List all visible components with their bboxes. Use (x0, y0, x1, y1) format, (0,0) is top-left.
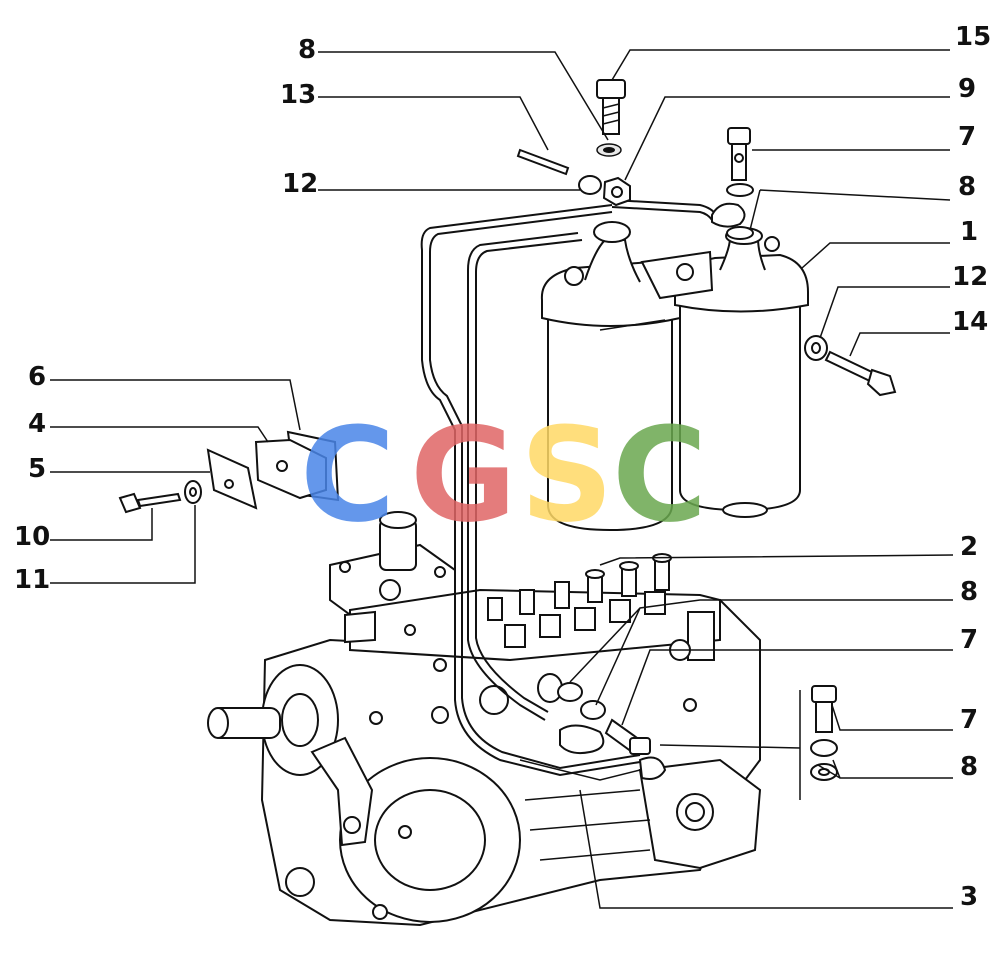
stud-13 (516, 148, 570, 176)
callout-5: 5 (28, 454, 46, 484)
bracket-assembly-4-5-6 (206, 430, 340, 510)
callout-8-top-right: 8 (958, 172, 976, 202)
callout-11: 11 (14, 565, 50, 595)
bolt-14 (824, 350, 897, 397)
callout-15: 15 (955, 22, 991, 52)
callout-9: 9 (958, 74, 976, 104)
callout-10: 10 (14, 522, 50, 552)
washer-8-top-right-b (726, 226, 754, 240)
washer-8-top-right-a (726, 183, 754, 197)
watermark-letter-c1: C (300, 399, 395, 551)
delivery-valve-row (487, 553, 672, 648)
callout-8-lower: 8 (960, 752, 978, 782)
callout-12-right: 12 (952, 262, 988, 292)
callout-12-top: 12 (282, 169, 318, 199)
fuel-filter-left (540, 221, 681, 532)
callout-7-lower: 7 (960, 705, 978, 735)
washer-8-lower-a (810, 739, 838, 757)
callout-8-top: 8 (298, 35, 316, 65)
pump-inlet-fittings (537, 673, 667, 780)
callout-4: 4 (28, 409, 46, 439)
callout-7-top: 7 (958, 122, 976, 152)
bolt-15 (596, 79, 626, 135)
callout-14: 14 (952, 307, 988, 337)
callout-13: 13 (280, 80, 316, 110)
fuel-pipes (420, 199, 717, 777)
watermark-letter-g: G (410, 399, 517, 551)
injection-pump-body (207, 511, 762, 927)
callout-1: 1 (960, 217, 978, 247)
callout-2: 2 (960, 532, 978, 562)
leader-lines (50, 49, 954, 909)
callout-3: 3 (960, 882, 978, 912)
callout-6: 6 (28, 362, 46, 392)
watermark-letter-c2: C (612, 399, 707, 551)
callout-labels: 15 8 9 13 7 12 8 1 12 14 6 4 5 10 11 2 8… (14, 22, 991, 912)
callout-7-middle: 7 (960, 625, 978, 655)
bolt-10 (118, 492, 182, 514)
fuel-filter-right (640, 227, 809, 518)
washer-12-top (578, 175, 602, 195)
cgsc-watermark: C G S C (300, 399, 707, 551)
banjo-bolt-7-top (727, 127, 751, 181)
watermark-letter-s: S (520, 399, 614, 551)
banjo-bolt-7-lower (811, 685, 837, 733)
callout-8-middle: 8 (960, 577, 978, 607)
